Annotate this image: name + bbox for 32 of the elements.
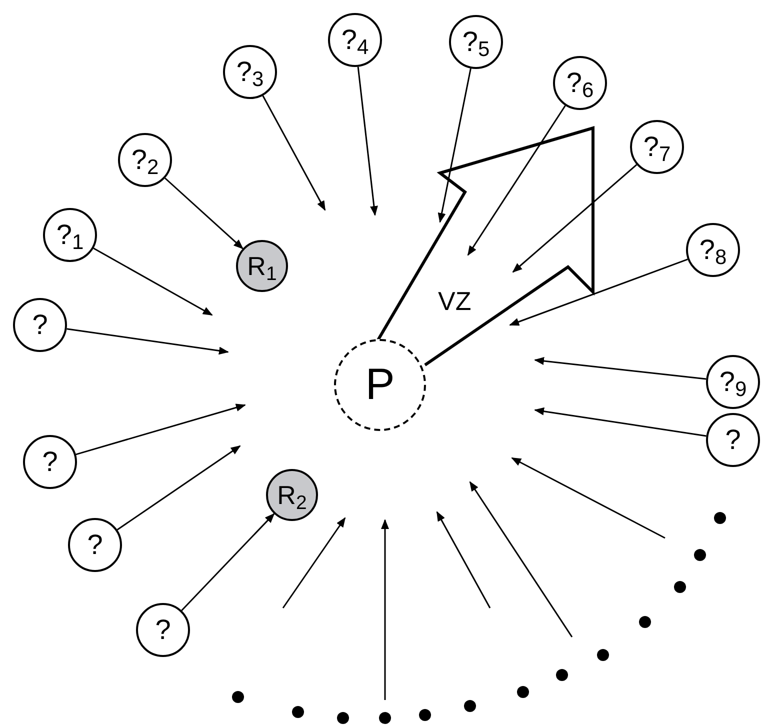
node-label: ? xyxy=(87,531,103,559)
arrow xyxy=(93,248,213,316)
arrow xyxy=(467,105,566,256)
node-label: R$_{1}$ xyxy=(247,253,277,279)
node-label: R$_{2}$ xyxy=(277,482,307,508)
node-label: ?$_{3}$ xyxy=(236,58,264,86)
arrow xyxy=(357,66,378,216)
arrow xyxy=(262,95,326,211)
arrow xyxy=(512,164,638,273)
arrow xyxy=(76,404,246,456)
node-label: ?$_{1}$ xyxy=(56,221,84,249)
node-label: ?$_{6}$ xyxy=(566,69,594,97)
arrow xyxy=(438,68,472,223)
node-label: ?$_{5}$ xyxy=(462,28,490,56)
arrow xyxy=(534,407,706,437)
node-label: ?$_{2}$ xyxy=(131,146,159,174)
node-label: ?$_{9}$ xyxy=(719,368,747,396)
node-label: ? xyxy=(725,426,741,454)
node-label: ? xyxy=(32,311,48,339)
arrow xyxy=(116,445,241,530)
arrow xyxy=(509,258,688,326)
node-label: ?$_{8}$ xyxy=(699,236,727,264)
arrow xyxy=(181,513,275,611)
node-label: ?$_{7}$ xyxy=(643,133,671,161)
node-label: VZ xyxy=(438,286,472,316)
node-label: ?$_{4}$ xyxy=(341,26,369,54)
arrow xyxy=(66,328,229,355)
node-label: ? xyxy=(42,448,58,476)
node-label: P xyxy=(365,363,395,407)
arrow xyxy=(164,178,244,250)
node-label: ? xyxy=(155,616,171,644)
arrow xyxy=(534,357,706,380)
